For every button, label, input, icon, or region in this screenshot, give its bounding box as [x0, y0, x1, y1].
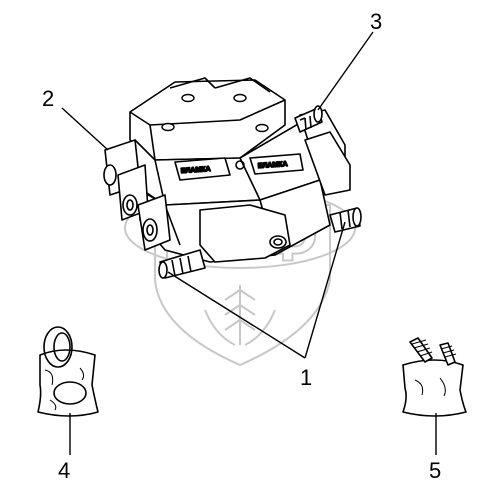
plate-text-left: ЕЛАМКА	[181, 166, 211, 175]
leader-2	[61, 107, 109, 151]
bag-of-bolts	[402, 337, 467, 417]
plate-text-right: ЕЛАМКА	[258, 161, 288, 170]
left-sections	[103, 139, 171, 251]
front-port-block	[199, 204, 291, 263]
watermark-wheat-icon	[204, 285, 276, 346]
plate-emblem-icon	[235, 160, 245, 170]
callout-4: 4	[58, 458, 70, 483]
callout-3: 3	[370, 9, 382, 34]
callout-2: 2	[42, 86, 54, 111]
callout-1: 1	[300, 365, 312, 390]
leader-1a	[167, 271, 306, 359]
fitting-right	[329, 207, 362, 233]
side-fitting	[294, 105, 323, 133]
hydraulic-distributor: ЕЛАМКА ЕЛАМКА	[103, 77, 362, 279]
bag-of-seals	[37, 326, 99, 417]
bolt-icon	[409, 337, 457, 366]
fitting-bottom-left	[158, 249, 206, 279]
leader-3	[317, 31, 374, 111]
leader-1b	[304, 221, 346, 359]
leader-lines	[61, 31, 437, 455]
callout-5: 5	[429, 458, 441, 483]
name-plate: ЕЛАМКА ЕЛАМКА	[174, 153, 304, 181]
